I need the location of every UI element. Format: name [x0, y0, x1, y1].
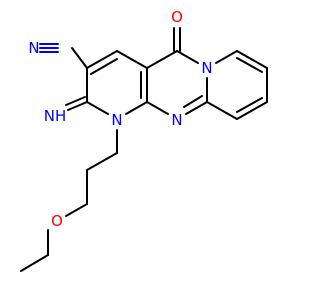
bond-c4a-c5	[146, 50, 178, 69]
bond-c10-c11a	[206, 101, 238, 120]
bond-n11-c10a	[146, 101, 169, 115]
atom-labels: N NH N N N O O	[28, 8, 212, 230]
molecule-structure: N NH N N N O O	[20, 8, 268, 272]
bond-ch2a-ch2b	[86, 152, 118, 171]
bond-n6-c7	[215, 50, 238, 64]
bond-c4-c4a	[116, 50, 148, 69]
bond-c5-n6	[176, 50, 199, 64]
bond-c3-c4	[86, 50, 118, 69]
bond-c3-c4-double	[90, 58, 118, 75]
bonds	[20, 27, 268, 272]
bond-ch2d-ch3	[20, 254, 49, 272]
bond-c9-c10-double	[236, 97, 263, 113]
bond-c7-c8	[236, 50, 268, 69]
bond-n1-c10a	[125, 101, 148, 115]
bond-c2-n1	[86, 101, 109, 115]
ring-n-bridge-label: N	[171, 111, 182, 129]
bond-c7-c8-double	[236, 57, 263, 73]
bond-c11a-n11-double	[183, 95, 203, 108]
ether-oxygen-label: O	[51, 212, 63, 230]
imine-nh-label: NH	[44, 107, 67, 125]
carbonyl-oxygen-label: O	[171, 8, 183, 26]
bond-cn-c3	[71, 47, 88, 69]
bond-c9-c10	[236, 101, 268, 120]
nitrile-nitrogen-label: N	[28, 39, 39, 57]
bond-c11a-n11	[185, 101, 208, 115]
ring-n1-label: N	[111, 111, 122, 129]
bond-c2-imine	[67, 101, 88, 111]
bond-ch2c-o	[65, 203, 88, 217]
ring-n-pyrido-label: N	[201, 59, 212, 77]
bond-c2-imine-double	[65, 96, 86, 106]
